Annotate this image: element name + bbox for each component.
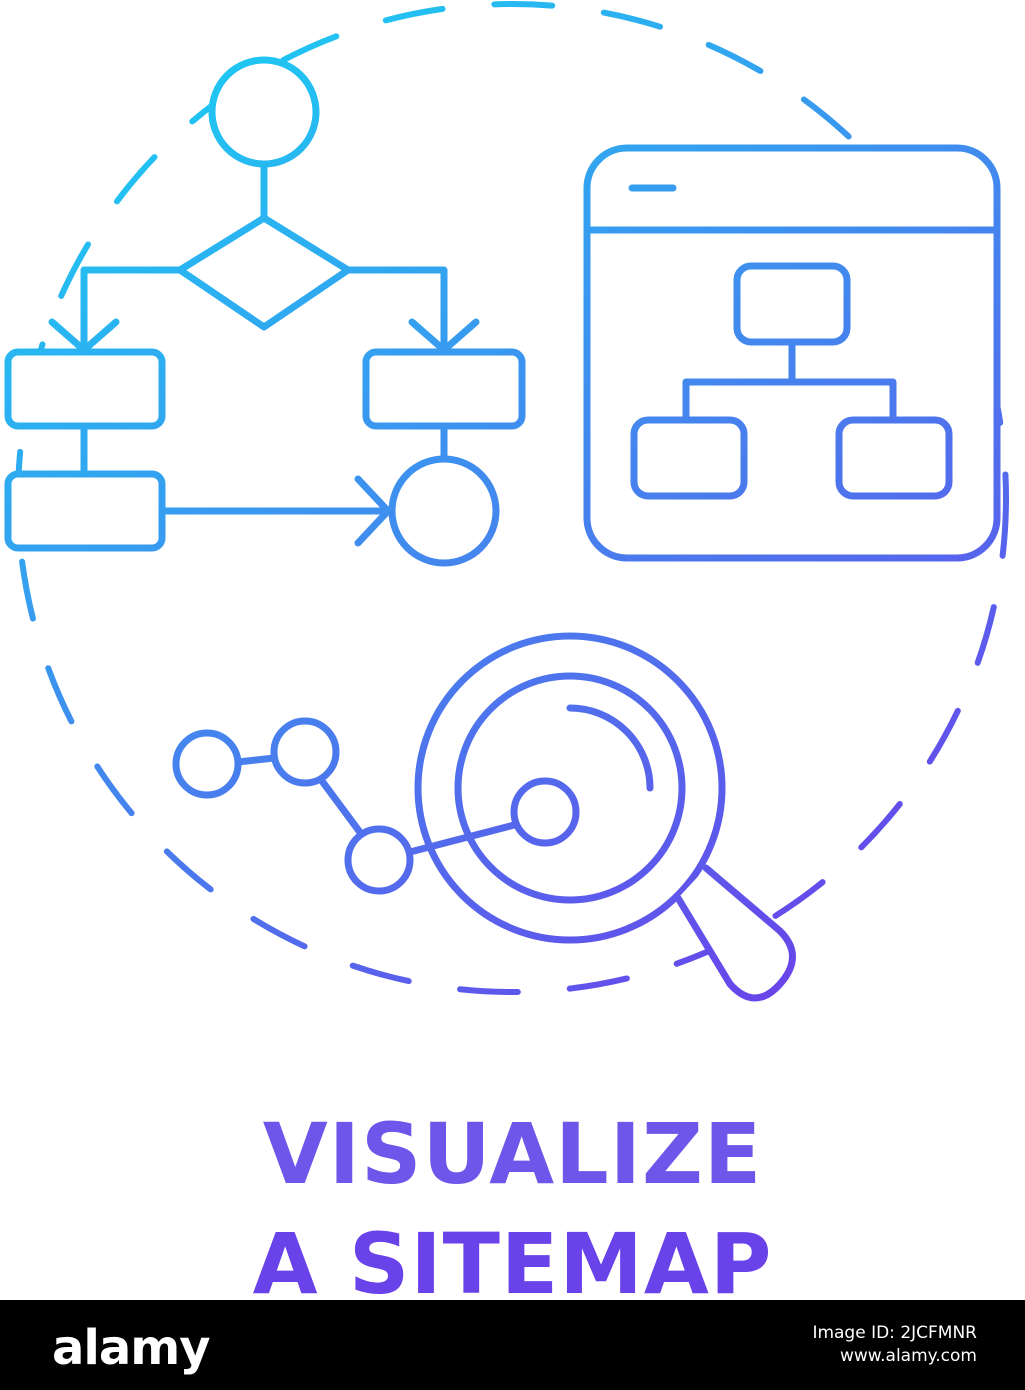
alamy-logo: alamy xyxy=(52,1320,211,1376)
title-line-2: A SITEMAP xyxy=(252,1215,773,1313)
flowchart-icon xyxy=(4,56,526,567)
image-reference: Image ID: 2JCFMNR www.alamy.com xyxy=(812,1322,977,1368)
image-id: Image ID: 2JCFMNR xyxy=(812,1323,977,1343)
sitemap-window-icon xyxy=(583,144,1001,562)
source-url: www.alamy.com xyxy=(839,1345,977,1366)
illustration xyxy=(4,1,1009,1002)
footer-bar: alamy Image ID: 2JCFMNR www.alamy.com xyxy=(0,1300,1025,1390)
title-line-1: VISUALIZE xyxy=(262,1105,763,1203)
magnifying-glass-icon xyxy=(414,632,796,1002)
connected-nodes-icon xyxy=(172,717,580,895)
